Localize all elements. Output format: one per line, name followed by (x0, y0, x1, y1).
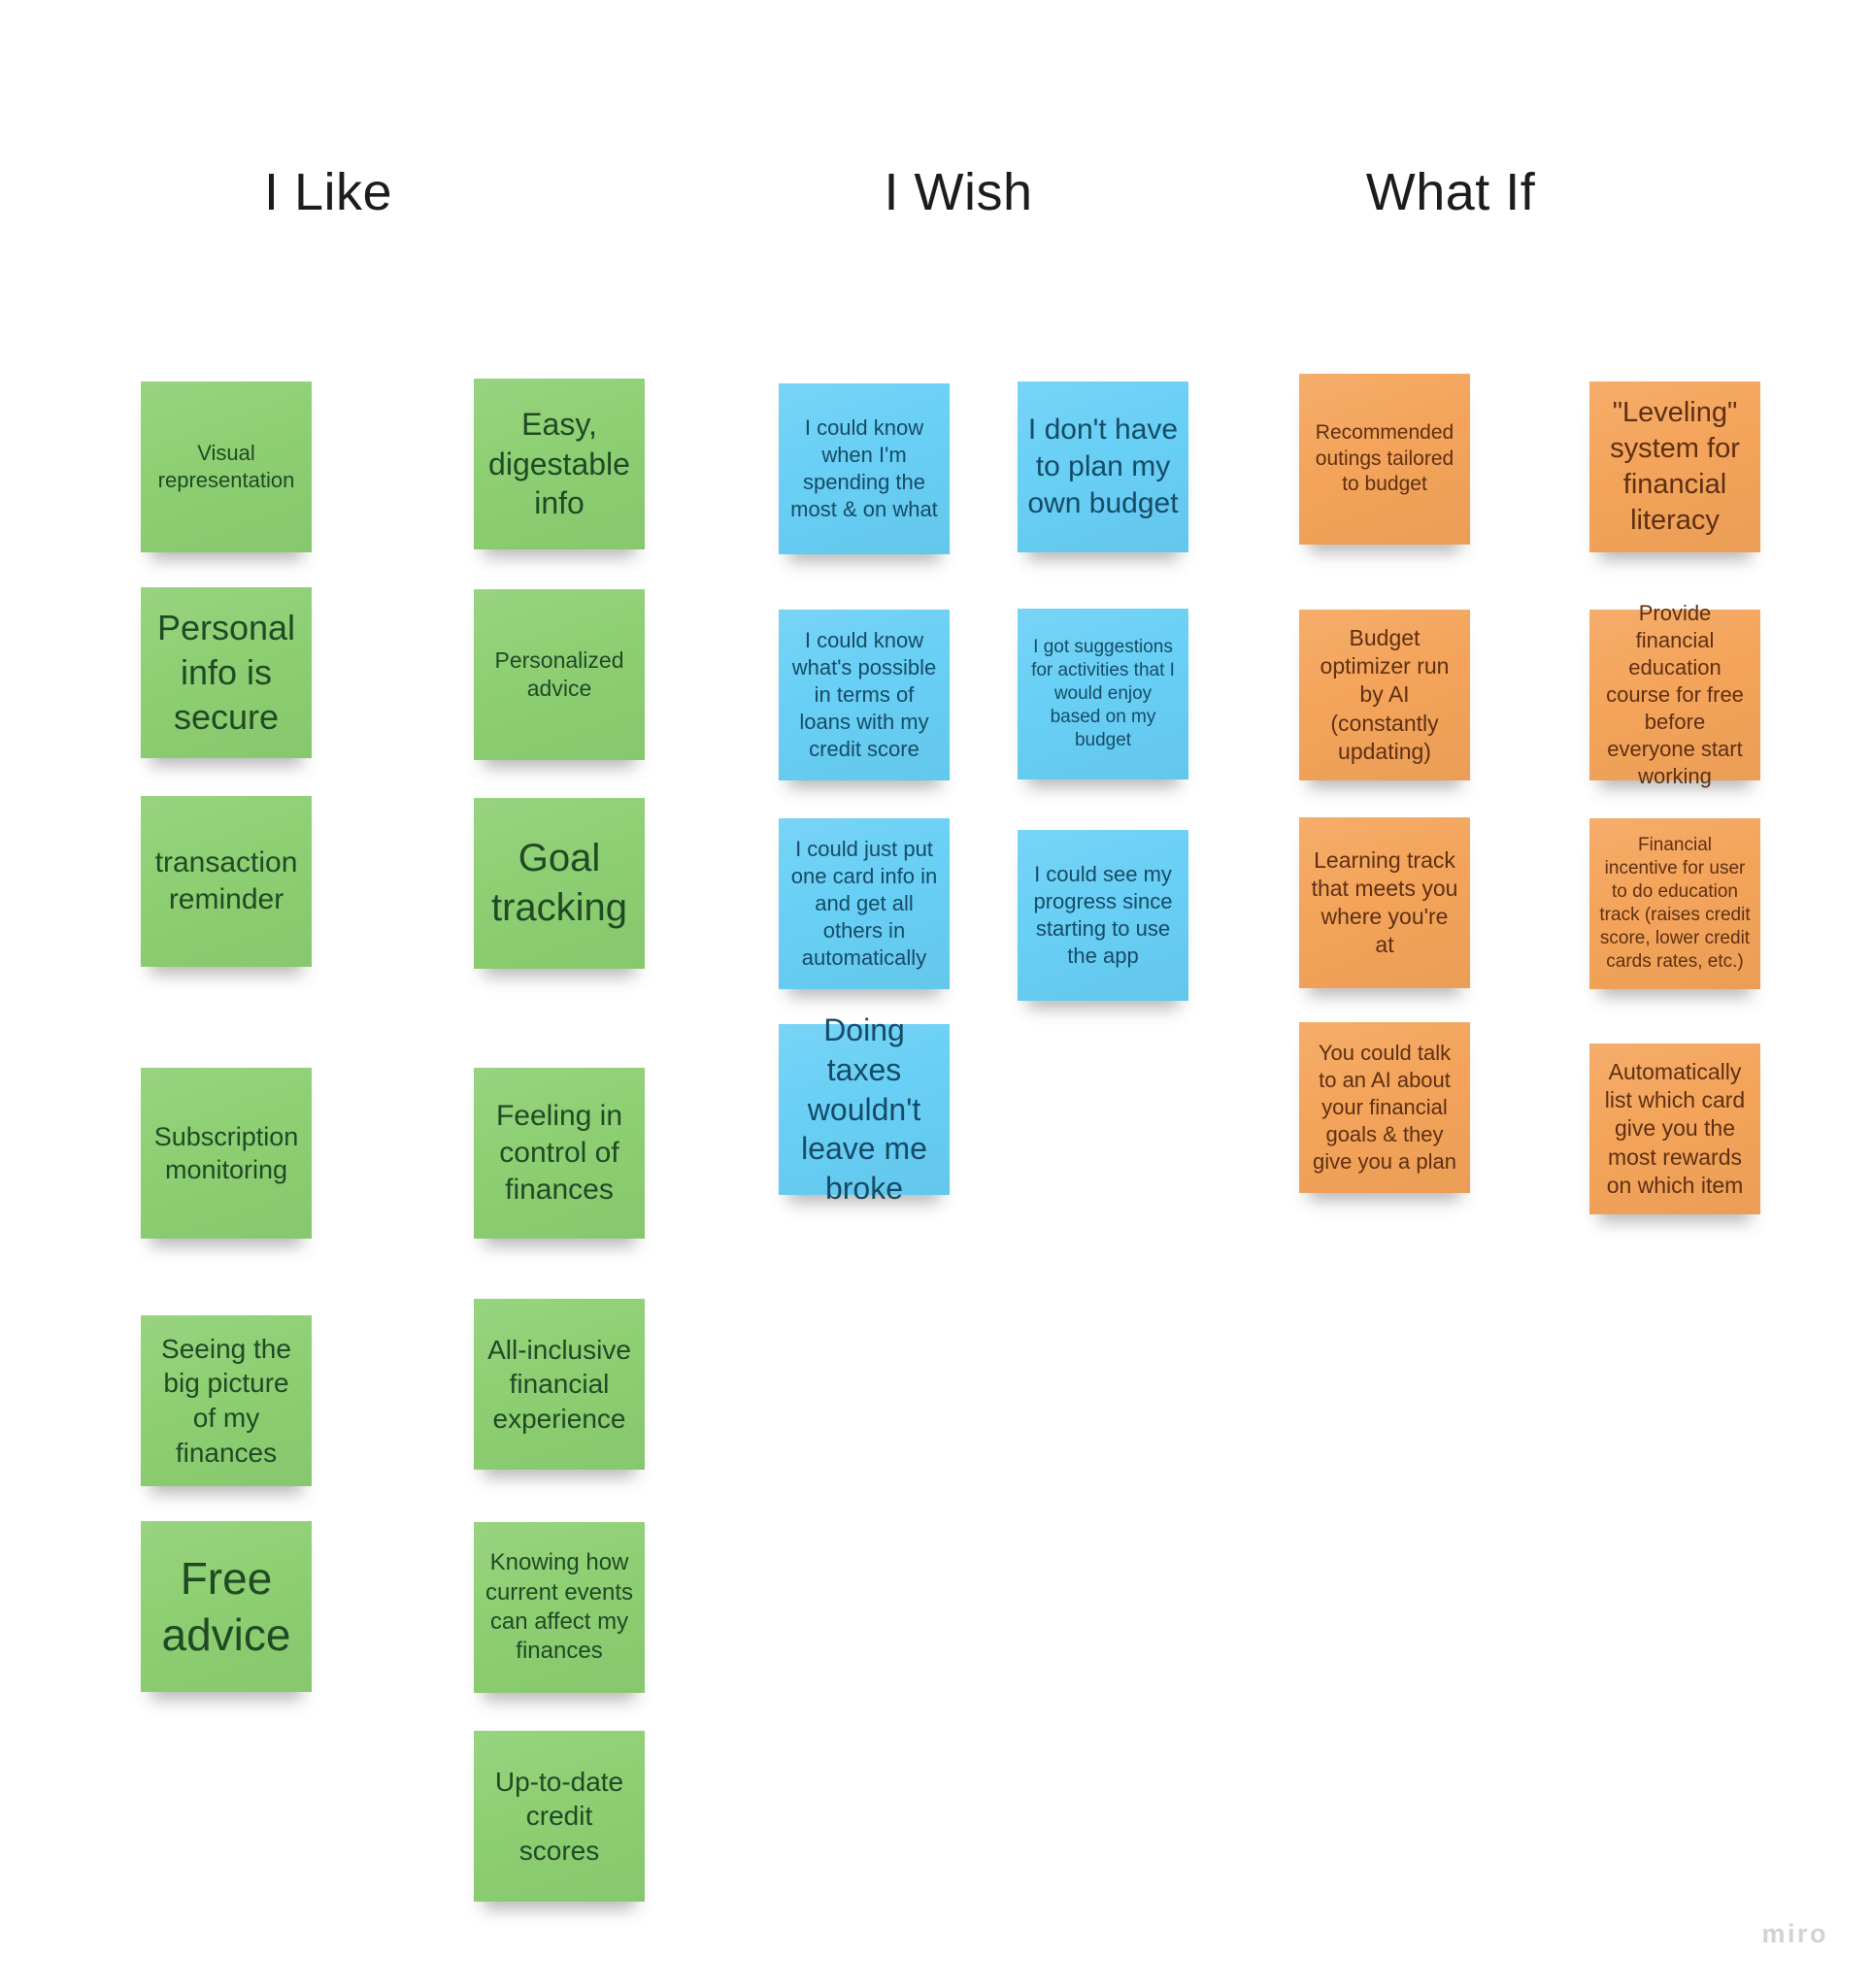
column-header-i-wish[interactable]: I Wish (884, 163, 1033, 221)
sticky-note[interactable]: transaction reminder (141, 796, 312, 967)
sticky-note[interactable]: I could just put one card info in and ge… (779, 818, 950, 989)
sticky-note[interactable]: Seeing the big picture of my finances (141, 1315, 312, 1486)
sticky-note-text: Easy, digestable info (488, 407, 630, 521)
sticky-note-text: Up-to-date credit scores (494, 1766, 624, 1866)
sticky-note[interactable]: Easy, digestable info (474, 379, 645, 549)
sticky-note-text: Learning track that meets you where you'… (1311, 846, 1458, 958)
sticky-note-text: I don't have to plan my own budget (1027, 413, 1179, 520)
sticky-note-text: I could see my progress since starting t… (1033, 862, 1173, 968)
sticky-note-text: I could just put one card info in and ge… (790, 837, 938, 970)
sticky-note[interactable]: Provide financial education course for f… (1589, 601, 1760, 788)
sticky-note-text: Free advice (161, 1552, 291, 1660)
sticky-note[interactable]: I don't have to plan my own budget (1018, 381, 1188, 552)
sticky-note-text: I got suggestions for activities that I … (1031, 636, 1175, 751)
sticky-note[interactable]: Learning track that meets you where you'… (1299, 817, 1470, 988)
sticky-note-text: All-inclusive financial experience (487, 1334, 631, 1434)
sticky-note[interactable]: Doing taxes wouldn't leave me broke (779, 1012, 950, 1206)
sticky-note-text: "Leveling" system for financial literacy (1610, 397, 1740, 536)
sticky-note-text: I could know what's possible in terms of… (791, 628, 937, 761)
column-header-i-like[interactable]: I Like (263, 163, 393, 221)
sticky-note[interactable]: "Leveling" system for financial literacy (1589, 381, 1760, 552)
sticky-note-text: transaction reminder (154, 845, 298, 915)
sticky-note[interactable]: Visual representation (141, 381, 312, 552)
sticky-note[interactable]: Financial incentive for user to do educa… (1589, 818, 1760, 989)
sticky-note[interactable]: All-inclusive financial experience (474, 1299, 645, 1470)
sticky-note[interactable]: You could talk to an AI about your finan… (1299, 1022, 1470, 1193)
sticky-note[interactable]: I could know when I'm spending the most … (779, 383, 950, 554)
sticky-note-text: Feeling in control of finances (495, 1099, 623, 1207)
sticky-note-text: Personal info is secure (156, 608, 296, 737)
sticky-note[interactable]: Goal tracking (474, 798, 645, 969)
sticky-note-text: You could talk to an AI about your finan… (1313, 1041, 1456, 1174)
sticky-note-text: Doing taxes wouldn't leave me broke (801, 1012, 927, 1206)
sticky-note-text: Provide financial education course for f… (1606, 601, 1744, 788)
sticky-note[interactable]: Personalized advice (474, 589, 645, 760)
sticky-note[interactable]: Automatically list which card give you t… (1589, 1044, 1760, 1214)
sticky-note-text: Recommended outings tailored to budget (1315, 421, 1454, 496)
sticky-note[interactable]: Subscription monitoring (141, 1068, 312, 1239)
sticky-note-text: Personalized advice (494, 646, 624, 701)
sticky-note-text: Seeing the big picture of my finances (161, 1333, 291, 1468)
sticky-note-text: Budget optimizer run by AI (constantly u… (1320, 624, 1450, 764)
sticky-note[interactable]: I could know what's possible in terms of… (779, 610, 950, 780)
sticky-note[interactable]: Free advice (141, 1521, 312, 1692)
sticky-note[interactable]: I got suggestions for activities that I … (1018, 609, 1188, 779)
column-header-what-if[interactable]: What If (1365, 163, 1536, 221)
sticky-note[interactable]: Budget optimizer run by AI (constantly u… (1299, 610, 1470, 780)
sticky-note-text: Visual representation (157, 441, 295, 492)
sticky-note-text: I could know when I'm spending the most … (790, 415, 938, 521)
sticky-note[interactable]: Personal info is secure (141, 587, 312, 758)
sticky-note-text: Goal tracking (490, 837, 628, 929)
sticky-note-text: Financial incentive for user to do educa… (1599, 834, 1751, 973)
miro-logo: miro (1761, 1919, 1828, 1948)
sticky-note[interactable]: Up-to-date credit scores (474, 1731, 645, 1902)
sticky-note[interactable]: Knowing how current events can affect my… (474, 1522, 645, 1693)
sticky-note[interactable]: I could see my progress since starting t… (1018, 830, 1188, 1001)
sticky-note-text: Automatically list which card give you t… (1604, 1058, 1746, 1198)
sticky-note-text: Knowing how current events can affect my… (485, 1549, 634, 1665)
sticky-note-text: Subscription monitoring (153, 1121, 299, 1184)
sticky-note[interactable]: Recommended outings tailored to budget (1299, 374, 1470, 545)
sticky-note[interactable]: Feeling in control of finances (474, 1068, 645, 1239)
